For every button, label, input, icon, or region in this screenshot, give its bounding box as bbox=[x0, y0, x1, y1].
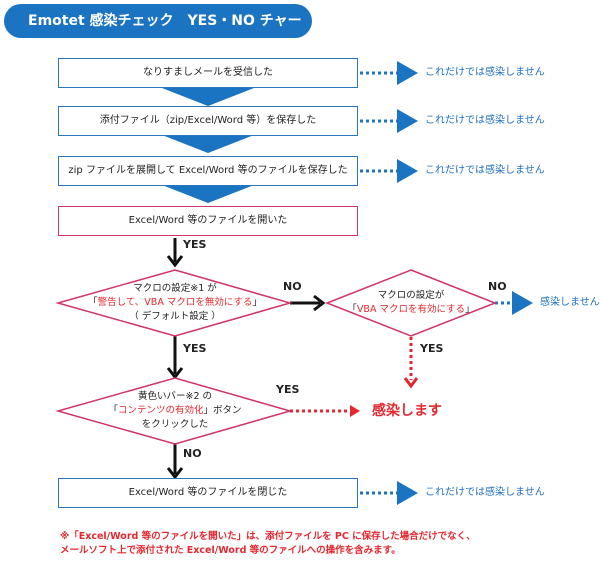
page-title: Emotet 感染チェック YES・NO チャート bbox=[4, 4, 312, 63]
decision1-highlight: 警告して、VBA マクロを無効にする bbox=[97, 297, 253, 308]
label-yes-d1: YES bbox=[183, 342, 207, 355]
arrow-d1-d3-head bbox=[166, 367, 184, 380]
label-no-d3: NO bbox=[183, 447, 202, 460]
red-arrow-d3-right-head bbox=[350, 405, 360, 417]
decision3-line2: 「コンテンツの有効化」ボタン bbox=[108, 405, 242, 416]
side-note-s3: これだけでは感染しません bbox=[425, 165, 545, 176]
step-save-attachment: 添付ファイル（zip/Excel/Word 等）を保存した bbox=[58, 106, 358, 136]
side-note-s1: これだけでは感染しません bbox=[425, 67, 545, 78]
down-chevron-2 bbox=[162, 135, 254, 153]
decision3-text: 黄色いバー※2 の 「コンテンツの有効化」ボタン をクリックした bbox=[68, 390, 282, 432]
step-close-file: Excel/Word 等のファイルを閉じた bbox=[58, 478, 358, 508]
label-no-d2: NO bbox=[488, 280, 507, 293]
decision3-diamond bbox=[55, 377, 293, 445]
step-open-file: Excel/Word 等のファイルを開いた bbox=[58, 206, 358, 236]
decision2-text: マクロの設定が 「VBA マクロを有効にする」 bbox=[340, 289, 482, 317]
down-chevron-3 bbox=[162, 185, 254, 203]
down-chevron-1 bbox=[162, 88, 254, 106]
label-yes-open: YES bbox=[183, 238, 207, 251]
step-receive-mail: なりすましメールを受信した bbox=[58, 58, 358, 88]
label-no-d1: NO bbox=[283, 280, 302, 293]
decision2-line1: マクロの設定が bbox=[377, 290, 445, 301]
decision3-highlight: コンテンツの有効化 bbox=[117, 405, 204, 416]
arrow-d3-s5-head bbox=[166, 467, 184, 480]
decision1-line1: マクロの設定※1 が bbox=[133, 283, 217, 294]
decision2-highlight: VBA マクロを有効にする bbox=[356, 304, 466, 315]
side-note-d2: 感染しません bbox=[540, 297, 600, 308]
arrow-s4-d1-head bbox=[166, 255, 184, 268]
decision2-line2: 「VBA マクロを有効にする」 bbox=[347, 304, 475, 315]
decision3-line3: をクリックした bbox=[141, 419, 209, 430]
label-yes-d2: YES bbox=[420, 342, 444, 355]
red-arrow-d2-down-head bbox=[403, 377, 419, 389]
decision1-text: マクロの設定※1 が 「警告して、VBA マクロを無効にする」 （ デフォルト設… bbox=[68, 282, 282, 324]
decision2-diamond bbox=[324, 269, 498, 337]
footnote-line1: ※「Excel/Word 等のファイルを開いた」は、添付ファイルを PC に保存… bbox=[60, 531, 476, 542]
footnote: ※「Excel/Word 等のファイルを開いた」は、添付ファイルを PC に保存… bbox=[60, 530, 476, 558]
side-note-s2: これだけでは感染しません bbox=[425, 115, 545, 126]
decision1-line2: 「警告して、VBA マクロを無効にする」 bbox=[88, 297, 262, 308]
arrow-d1-d2-head bbox=[313, 294, 326, 312]
decision3-line1: 黄色いバー※2 の bbox=[137, 391, 213, 402]
decision1-diamond bbox=[55, 269, 293, 337]
step-extract-zip: zip ファイルを展開して Excel/Word 等のファイルを保存した bbox=[58, 156, 358, 186]
decision1-line3: （ デフォルト設定 ） bbox=[129, 311, 221, 322]
result-infected: 感染します bbox=[372, 403, 442, 419]
side-note-s5: これだけでは感染しません bbox=[425, 487, 545, 498]
label-yes-d3: YES bbox=[276, 383, 300, 396]
footnote-line2: メールソフト上で添付された Excel/Word 等のファイルへの操作を含みます… bbox=[60, 545, 401, 556]
